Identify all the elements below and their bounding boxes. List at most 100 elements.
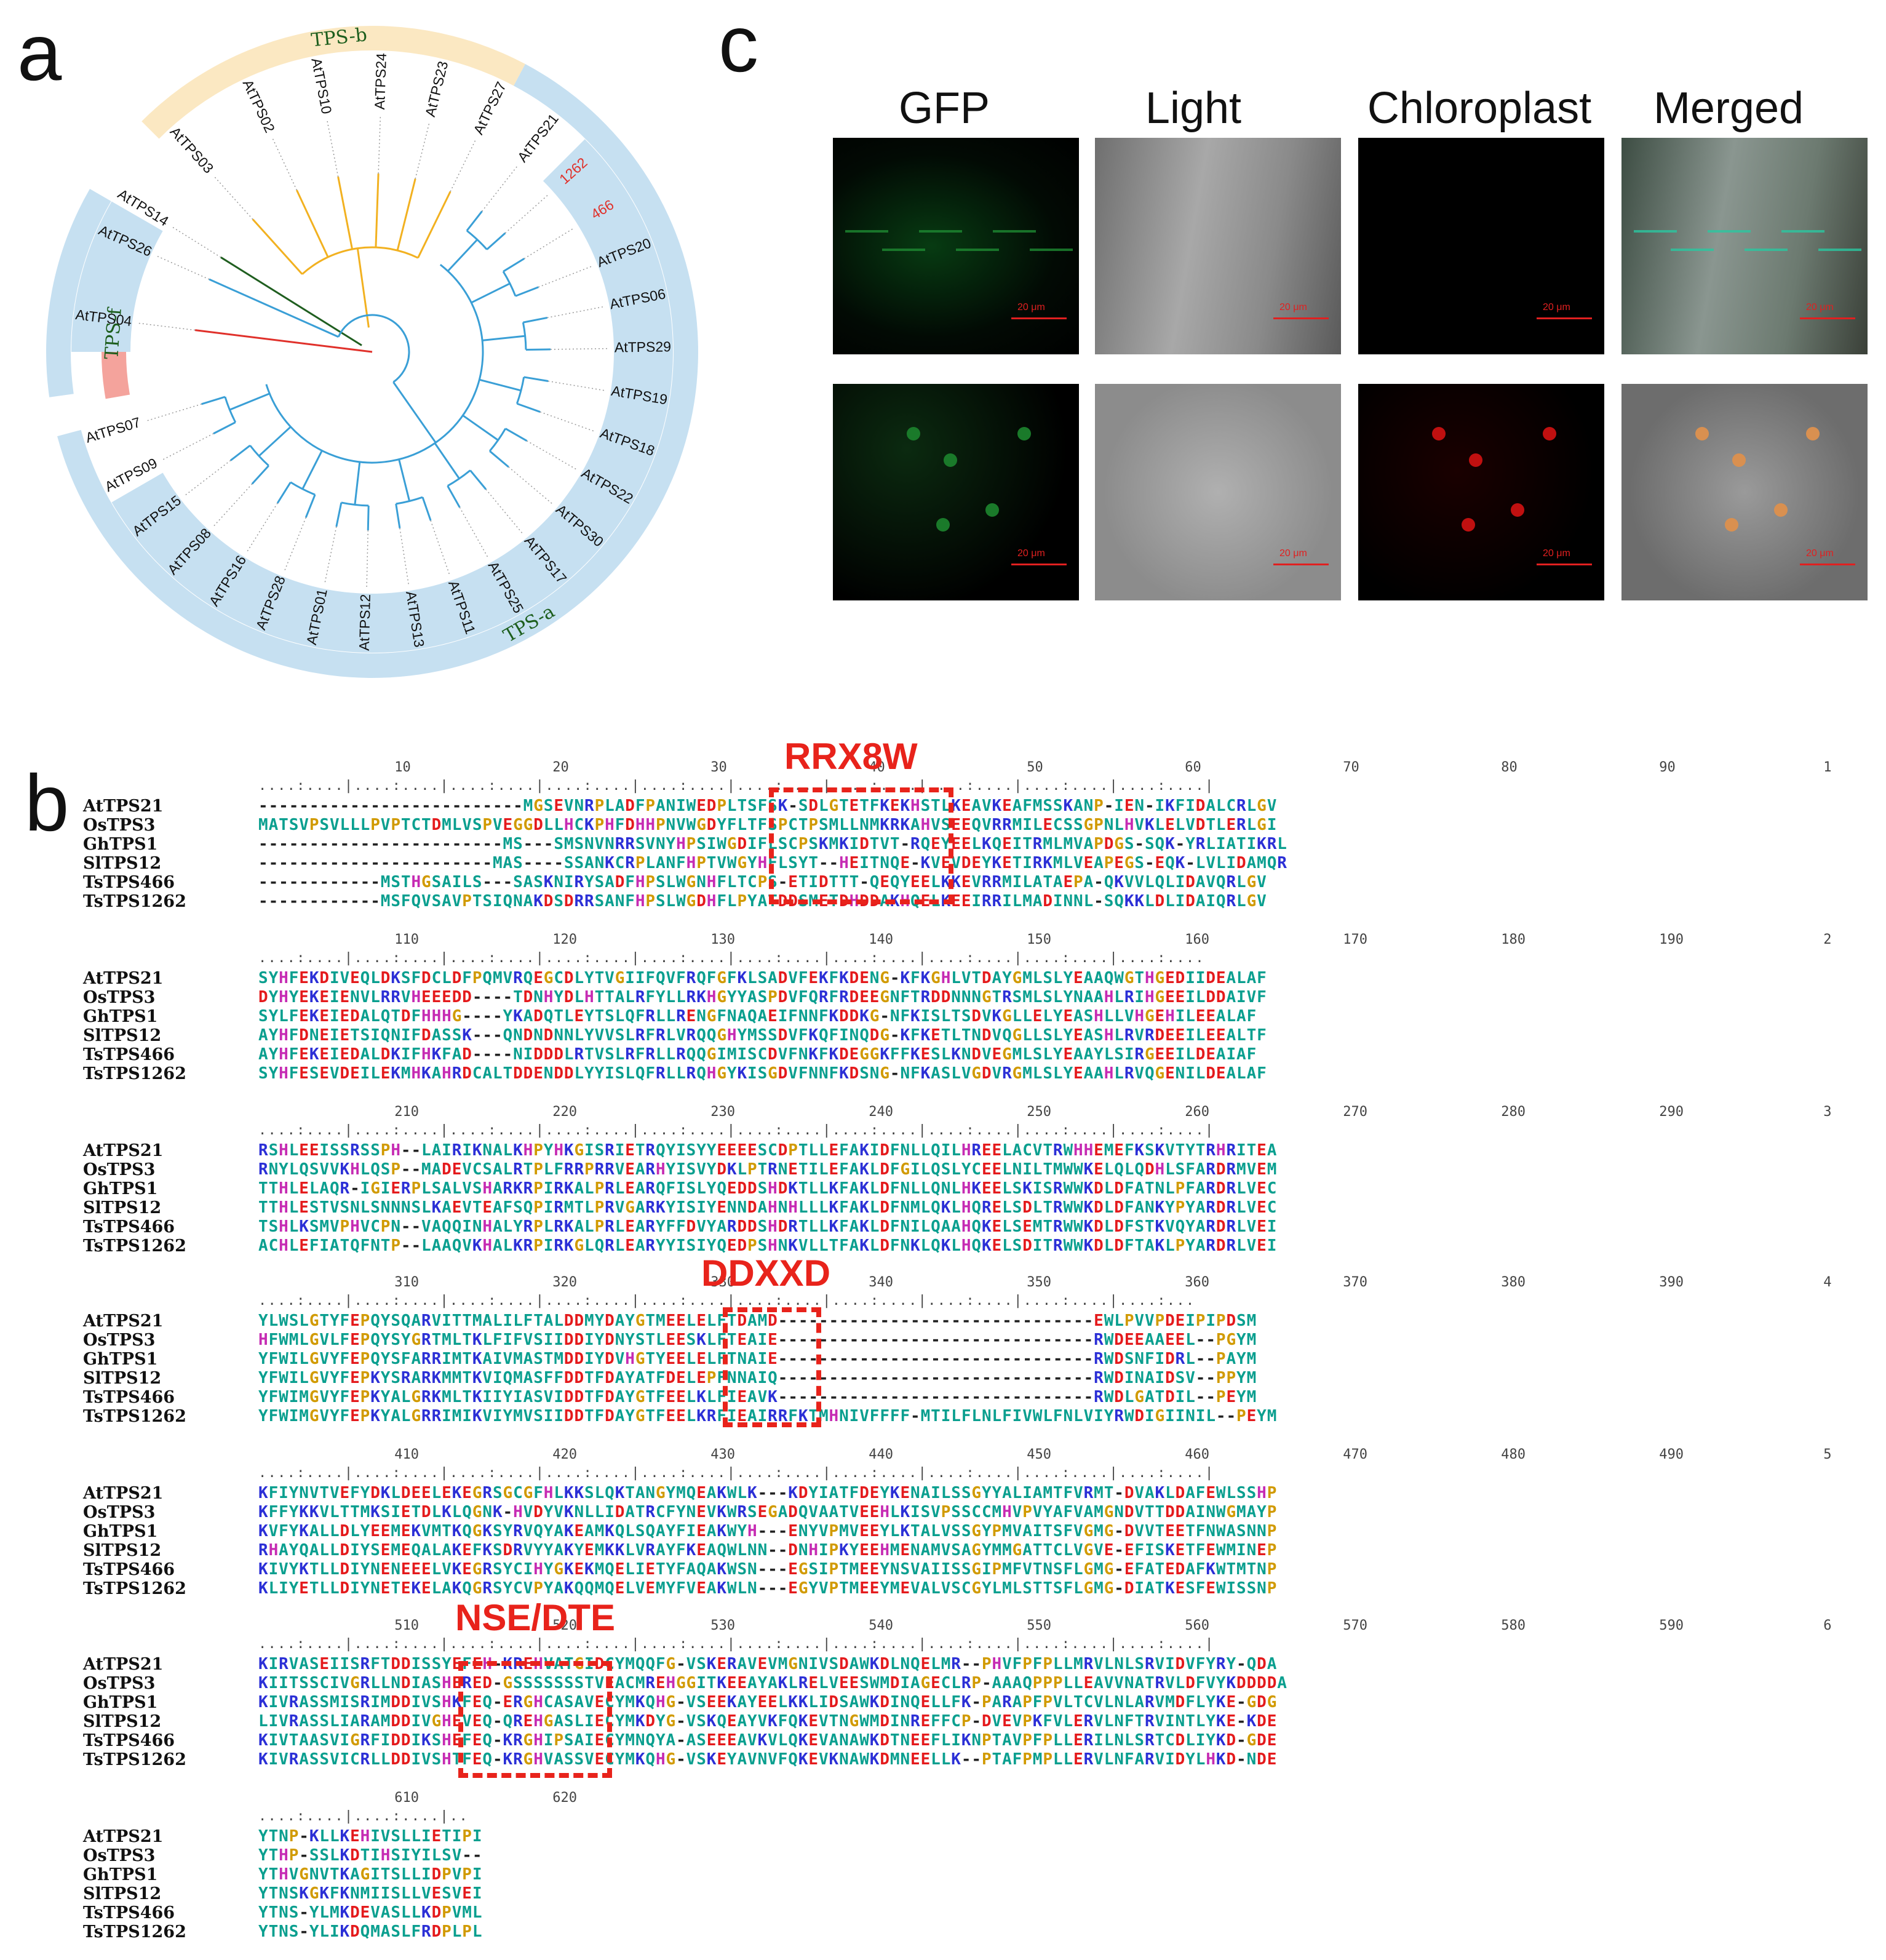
tps-a-ring-left [46,189,111,397]
ruler-number: 420 [552,1447,578,1462]
ruler-number: 5 [1823,1447,1832,1462]
ruler-number: 340 [869,1275,894,1290]
sequence-name: OsTPS3 [83,1160,156,1179]
scale-bar-label: 20 μm [1543,548,1570,559]
micrograph-r1-gfp [833,138,1079,354]
scale-bar [1273,564,1329,565]
scale-bar [1537,317,1592,319]
motif-box-1 [723,1307,821,1427]
ruler-number: 50 [1027,760,1043,775]
leaf-guide-24 [212,484,253,528]
sequence-name: SlTPS12 [83,1198,162,1217]
leaf-guide-6 [481,165,519,212]
organelle-spot [1462,518,1475,532]
ruler-number: 4 [1823,1275,1832,1290]
sequence-row: YFWILGVYFEPQYSFARRIMTKAIVMASTMDDIYDVHGTY… [258,1350,1257,1368]
sequence-row: SYLFEKEIEDALQTDFHHHG----YKADQTLEYTSLQFRL… [258,1007,1257,1026]
scale-bar-label: 20 μm [1279,548,1307,559]
leaf-guide-28 [155,255,210,280]
sequence-row: YFWIMGVYFEPKYALGRKMLTKIIYIASVIDDTFDAYGTF… [258,1388,1257,1406]
sequence-name: TsTPS1262 [83,892,186,911]
sequence-name: SlTPS12 [83,854,162,873]
scale-bar [1800,564,1855,565]
ruler-ticks: ....:....|....:....|.. [258,1809,469,1824]
sequence-row: KIVYKTLLDIYNENEEELVKEGRSYCIHYGKEKMQELIET… [258,1560,1278,1579]
ruler-number: 270 [1343,1104,1368,1120]
ruler-number: 240 [869,1104,894,1120]
sequence-name: TsTPS1262 [83,1579,186,1598]
ruler-number: 520 [552,1618,578,1633]
sequence-name: TsTPS466 [83,1560,175,1579]
gfp-signal-streak [882,249,925,251]
panel-label-c: c [718,0,758,89]
leaf-guide-23 [246,503,278,553]
ruler-number: 140 [869,932,894,947]
ruler-number: 180 [1501,932,1526,947]
ruler-number: 450 [1027,1447,1052,1462]
leaf-label-3: AtTPS24 [372,53,389,110]
sequence-row: KIITSSCIVGRLLNDIASHERED-GSSSSSSSTVEACMRE… [258,1674,1287,1692]
micrograph-header-chloroplast: Chloroplast [1367,84,1592,133]
scale-bar [1011,317,1067,319]
ruler-number: 210 [394,1104,420,1120]
leaf-label-2: AtTPS10 [308,57,335,115]
ruler-number: 570 [1343,1618,1368,1633]
ruler-number: 2 [1823,932,1832,947]
leaf-guide-30 [171,226,221,258]
ruler-number: 90 [1659,760,1676,775]
gfp-signal-streak [1634,230,1677,233]
sequence-name: AtTPS21 [83,1827,164,1846]
organelle-spot [1725,518,1738,532]
gfp-signal-streak [956,249,999,251]
sequence-name: GhTPS1 [83,1007,158,1026]
sequence-name: TsTPS1262 [83,1407,186,1426]
leaf-label-1: AtTPS02 [240,77,278,135]
sequence-name: TsTPS466 [83,1045,175,1064]
ruler-number: 490 [1659,1447,1684,1462]
sequence-row: RNYLQSVVKHLQSP--MADEVCSALRTPLFRRPRRVEARH… [258,1160,1278,1179]
leaf-guide-8 [523,228,575,260]
ruler-ticks: ....:....|....:....|....:....|....:....|… [258,1123,1215,1138]
leaf-guide-12 [547,380,606,391]
tps-a-inner-ring-left [71,201,163,352]
ruler-number: 60 [1185,760,1201,775]
micrograph-r2-light [1095,384,1341,600]
sequence-name: GhTPS1 [83,1865,158,1884]
ruler-number: 610 [394,1790,420,1806]
sequence-row: KIVTAASVIGRFIDDIKSHEFEQ-KRGHIPSAIECYMNQY… [258,1731,1278,1750]
sequence-row: DYHYEKEIENVLRRVHEEEDD----TDNHYDLHTTALRFY… [258,988,1267,1006]
sequence-name: SlTPS12 [83,1884,162,1903]
leaf-label-20: AtTPS12 [356,594,373,651]
micrograph-r1-light [1095,138,1341,354]
ruler-number: 360 [1185,1275,1210,1290]
organelle-spot [1543,427,1556,441]
ruler-number: 130 [710,932,736,947]
sequence-row: YTHP-SSLKDTIHSIYILSV-- [258,1846,483,1865]
leaf-label-11: AtTPS29 [615,338,671,355]
scale-bar-label: 20 μm [1017,548,1045,559]
organelle-spot [1774,503,1788,517]
ruler-number: 3 [1823,1104,1832,1120]
sequence-name: GhTPS1 [83,1693,158,1712]
ruler-number: 110 [394,932,420,947]
ruler-number: 320 [552,1275,578,1290]
leaf-label-6: AtTPS21 [514,111,562,165]
organelle-spot [907,427,920,441]
ruler-number: 350 [1027,1275,1052,1290]
scale-bar-label: 20 μm [1279,302,1307,313]
leaf-guide-27 [145,404,202,422]
ruler-number: 370 [1343,1275,1368,1290]
ruler-number: 170 [1343,932,1368,947]
ruler-number: 10 [394,760,411,775]
ruler-number: 70 [1343,760,1359,775]
sequence-name: TsTPS1262 [83,1750,186,1769]
gfp-signal-streak [1818,249,1861,251]
leaf-label-4: AtTPS23 [422,60,451,119]
sequence-row: RSHLEEISSRSSPH--LAIRIKNALKHPYHKGISRIETRQ… [258,1141,1278,1160]
ruler-number: 580 [1501,1618,1526,1633]
leaf-guide-22 [284,517,306,572]
sequence-name: TsTPS466 [83,1388,175,1407]
sequence-name: GhTPS1 [83,1522,158,1541]
ruler-number: 480 [1501,1447,1526,1462]
ruler-number: 590 [1659,1618,1684,1633]
